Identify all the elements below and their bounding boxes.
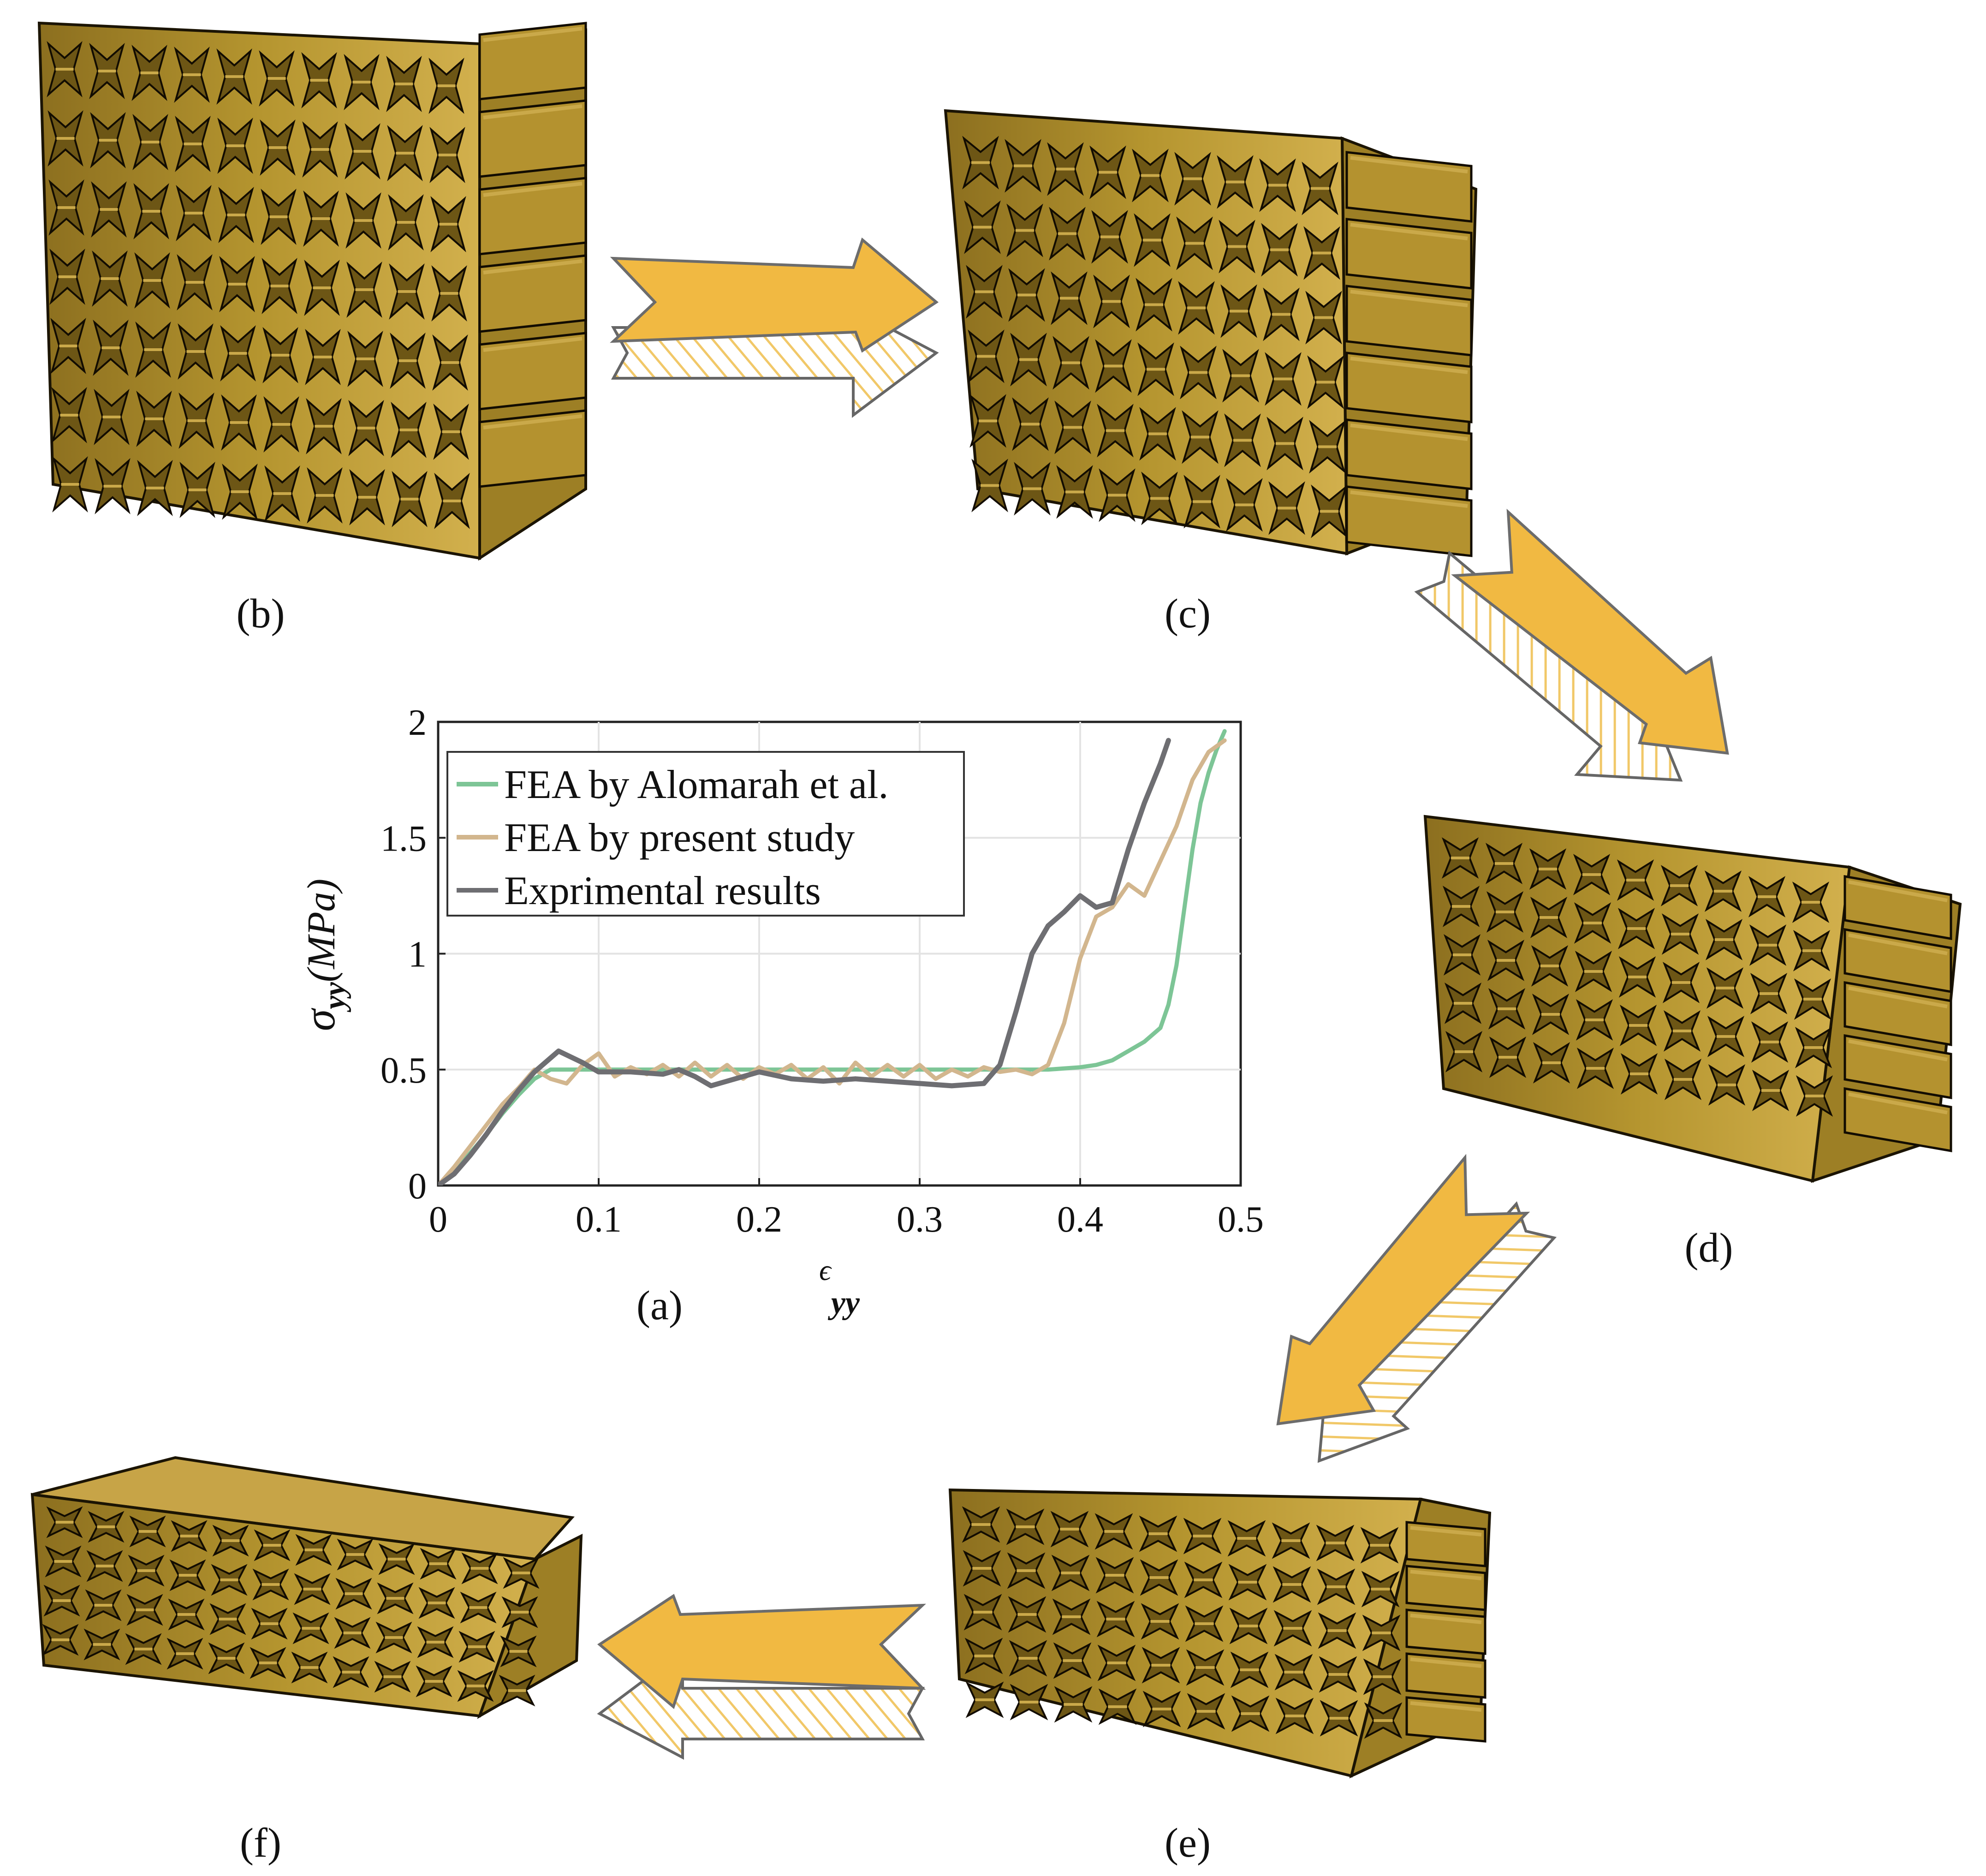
x-tick-label: 0.2	[736, 1199, 782, 1240]
lattice-side-plate	[1843, 875, 1952, 940]
panel-label-d: (d)	[1685, 1225, 1733, 1271]
lattice-c-side-plates	[1345, 151, 1473, 557]
y-tick-label: 2	[408, 703, 427, 743]
lattice-plate-highlight	[1350, 490, 1468, 508]
x-tick-label: 0.3	[897, 1199, 943, 1240]
lattice-plate-highlight	[1410, 1526, 1482, 1537]
lattice-e-side-plates	[1405, 1521, 1487, 1743]
x-tick-label: 0.1	[576, 1199, 622, 1240]
legend-box	[446, 751, 965, 917]
lattice-d-cells	[1441, 837, 1833, 1117]
lattice-plate-highlight	[1350, 223, 1468, 240]
lattice-plate-highlight	[1410, 1657, 1482, 1668]
lattice-side-plate	[1843, 1087, 1952, 1152]
lattice-d-side-plates	[1843, 875, 1952, 1152]
lattice-plate-highlight	[1350, 156, 1468, 173]
arrow-d-to-e-body	[1276, 1154, 1530, 1426]
lattice-c	[944, 109, 1478, 557]
arrow-d-to-e	[1276, 1154, 1557, 1463]
legend-label-experimental: Exprimental results	[504, 869, 821, 913]
y-axis-unit: (MPa)	[299, 879, 343, 982]
lattice-d-front-face	[1423, 815, 1851, 1183]
x-axis-subscript: yy	[828, 1285, 860, 1321]
x-tick-label: 0.4	[1057, 1199, 1103, 1240]
lattice-side-plate	[478, 409, 587, 488]
lattice-plate-highlight	[483, 414, 583, 429]
lattice-e-cells	[962, 1506, 1403, 1739]
lattice-plate-highlight	[1848, 880, 1948, 902]
lattice-c-cells	[962, 136, 1348, 538]
x-axis-label: ϵyy	[819, 1254, 860, 1321]
lattice-plate-highlight	[483, 337, 583, 352]
arrow-e-to-f	[597, 1594, 926, 1760]
lattice-plate-highlight	[1848, 986, 1948, 1008]
svg-text:σyy(MPa): σyy(MPa)	[295, 879, 351, 1031]
lattice-plate-highlight	[1848, 1092, 1948, 1114]
lattice-b-cells	[47, 41, 470, 529]
lattice-f-side-face	[477, 1534, 583, 1719]
chart-a: 0 0.1 0.2 0.3 0.4 0.5 0 0.5 1 1.5 2 FEA by Alomar…	[295, 703, 1264, 1321]
lattice-side-plate	[478, 177, 587, 256]
lattice-plate-highlight	[1848, 933, 1948, 955]
arrow-b-to-c-body	[610, 237, 939, 353]
lattice-plate-highlight	[1410, 1701, 1482, 1712]
x-tick-label: 0	[429, 1199, 447, 1240]
lattice-plate-highlight	[1410, 1614, 1482, 1624]
y-axis-symbol: σ	[295, 1007, 344, 1031]
lattice-d	[1423, 815, 1962, 1183]
lattice-f-cells	[42, 1506, 540, 1707]
lattice-plate-highlight	[1350, 357, 1468, 374]
panel-label-c: (c)	[1165, 591, 1211, 637]
lattice-side-plate	[1843, 981, 1952, 1046]
lattice-plate-highlight	[1410, 1570, 1482, 1580]
panel-label-f: (f)	[240, 1820, 281, 1866]
lattice-plate-highlight	[1350, 290, 1468, 307]
lattice-side-plate	[1843, 928, 1952, 993]
y-tick-labels: 0 0.5 1 1.5 2	[381, 703, 446, 1207]
arrow-b-to-c	[610, 237, 939, 418]
lattice-plate-highlight	[1848, 1039, 1948, 1061]
lattice-b-side-plates	[478, 22, 587, 488]
lattice-side-plate	[478, 99, 587, 178]
x-tick-labels: 0 0.1 0.2 0.3 0.4 0.5	[429, 1178, 1264, 1240]
series-line-present	[438, 738, 1227, 1185]
y-tick-label: 0.5	[381, 1050, 427, 1091]
arrow-c-to-d-body	[1451, 508, 1729, 755]
arrow-c-to-d	[1414, 508, 1729, 782]
y-tick-label: 0	[408, 1166, 427, 1207]
legend-label-alomarah: FEA by Alomarah et al.	[504, 762, 888, 807]
lattice-f	[30, 1456, 583, 1719]
svg-text:ϵyy: ϵyy	[819, 1254, 860, 1321]
y-tick-label: 1	[408, 935, 427, 975]
lattice-plate-highlight	[483, 104, 583, 119]
y-tick-label: 1.5	[381, 818, 427, 859]
panel-label-b: (b)	[237, 591, 285, 637]
lattice-plate-highlight	[1350, 423, 1468, 441]
lattice-plate-highlight	[483, 27, 583, 42]
lattice-side-plate	[1843, 1034, 1952, 1099]
panel-label-e: (e)	[1165, 1820, 1211, 1866]
series-line-alomarah	[438, 729, 1227, 1185]
y-axis-label: σyy(MPa)	[295, 879, 351, 1031]
arrow-e-to-f-body	[597, 1594, 926, 1709]
series-line-experimental	[438, 738, 1171, 1185]
legend: FEA by Alomarah et al. FEA by present st…	[446, 751, 965, 917]
y-axis-subscript: yy	[318, 982, 351, 1012]
lattice-b	[37, 21, 587, 561]
series-lines	[438, 729, 1227, 1185]
lattice-side-plate	[478, 332, 587, 411]
x-tick-label: 0.5	[1218, 1199, 1264, 1240]
lattice-e	[948, 1488, 1492, 1779]
legend-label-present: FEA by present study	[504, 816, 855, 860]
lattice-plate-highlight	[483, 259, 583, 274]
x-axis-symbol: ϵ	[819, 1254, 832, 1286]
lattice-side-plate	[478, 22, 587, 101]
lattice-side-plate	[478, 254, 587, 333]
panel-label-a: (a)	[636, 1283, 683, 1328]
lattice-plate-highlight	[483, 182, 583, 197]
